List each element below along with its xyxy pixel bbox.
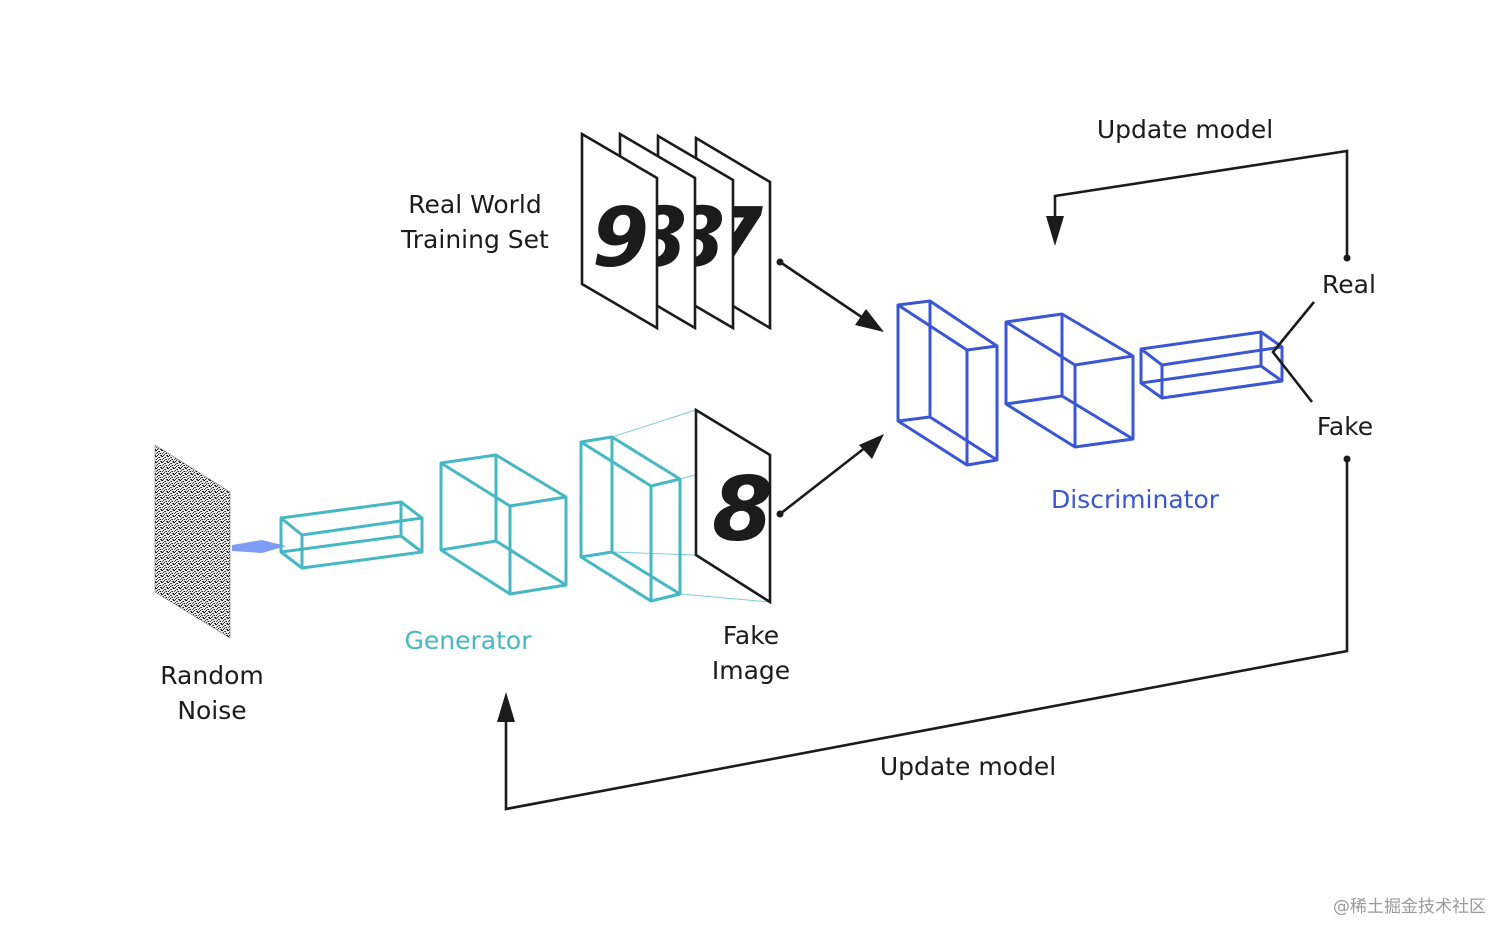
discriminator-layer-1 [896,299,999,467]
discriminator-layer-2 [1004,312,1135,449]
training-set-cards: 7 8 8 9 [580,131,772,331]
update-model-top-arrow [1046,149,1351,262]
generator-layer-1 [279,500,424,570]
noise-input-arrow [232,540,286,553]
update-model-top-label: Update model [1097,115,1273,144]
update-model-bottom-label: Update model [880,752,1056,781]
output-split-lines [1271,301,1316,403]
generator-layer-3 [579,435,682,603]
fake-digit: 8 [712,458,773,561]
fake-image-card: 8 [694,407,773,605]
training-card-1: 9 [580,131,659,331]
fake-image-label-line2: Image [712,656,790,685]
fake-output-label: Fake [1317,412,1373,441]
watermark: @稀土掘金技术社区 [1333,897,1486,917]
real-world-label-line1: Real World [408,190,541,219]
random-noise-label-line2: Noise [177,696,246,725]
real-to-discriminator-arrow [776,258,884,332]
generator-label: Generator [405,626,533,655]
random-noise-image [154,444,231,639]
fake-to-discriminator-arrow [776,434,884,518]
discriminator-layer-3 [1139,330,1284,400]
generator-layer-2 [439,453,568,596]
random-noise-label-line1: Random [160,661,264,690]
discriminator-label: Discriminator [1051,485,1220,514]
update-model-bottom-arrow [497,455,1351,811]
real-world-label-line2: Training Set [400,225,549,254]
real-output-label: Real [1322,270,1376,299]
training-digit-1: 9 [592,191,649,286]
fake-image-label-line1: Fake [723,621,779,650]
